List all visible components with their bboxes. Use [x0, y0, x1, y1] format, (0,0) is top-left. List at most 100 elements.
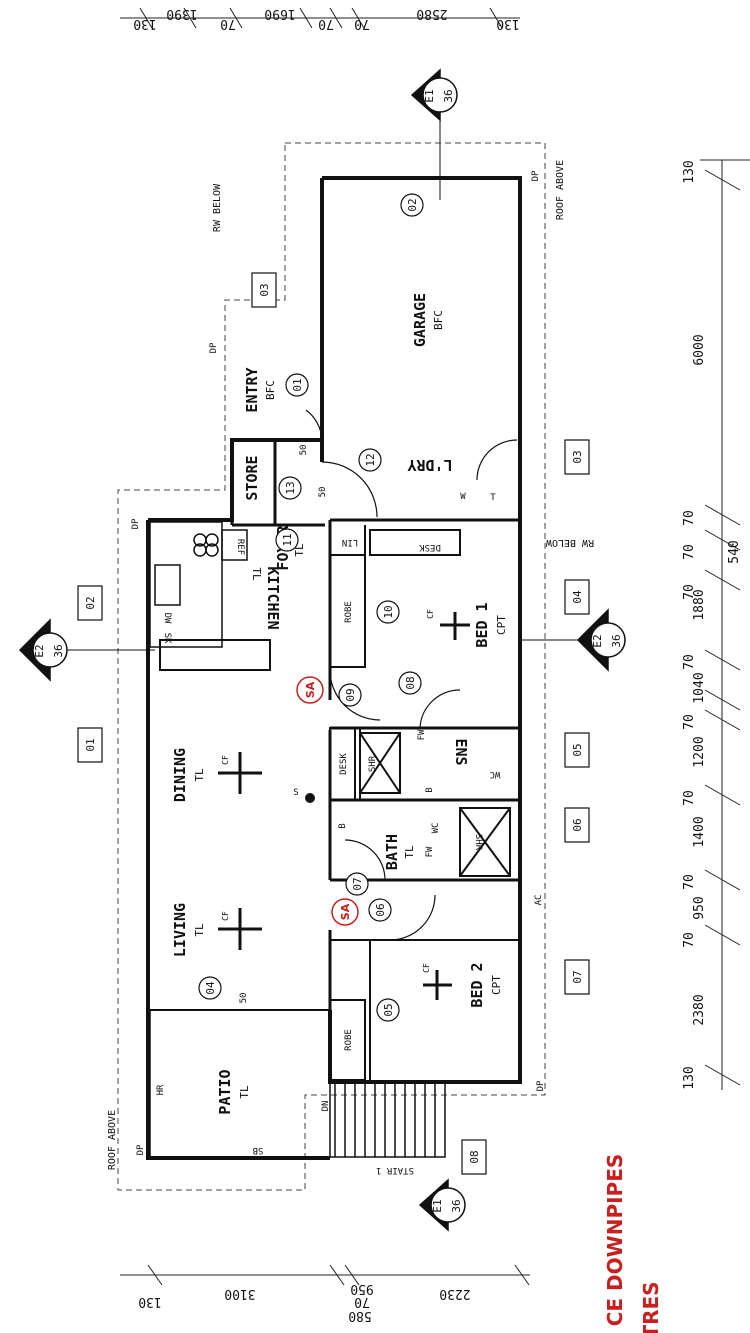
room-patio: PATIO [216, 1069, 234, 1114]
shr-bath-label: SHR [473, 834, 483, 851]
door-11: 11 [281, 533, 294, 546]
finish-bed2: CPT [490, 975, 503, 995]
window-08: 08 [468, 1150, 481, 1163]
built-ins [159, 529, 511, 1081]
finish-bath: TL [403, 845, 416, 859]
wc-ens-label: WC [490, 769, 501, 779]
cf-living-label: CF [221, 911, 230, 921]
lin-label: LIN [342, 537, 358, 547]
door-08: 08 [404, 676, 417, 689]
kitchen-bench [149, 521, 248, 648]
roof-above-note-2: ROOF ABOVE [107, 1110, 118, 1170]
top-dim-6: 70 [354, 16, 370, 31]
right-dim-18: 130 [682, 1066, 697, 1089]
roof-outline [117, 142, 546, 1191]
top-dim-3: 70 [220, 16, 236, 31]
room-garage: GARAGE [411, 293, 429, 347]
door-01: 01 [291, 378, 304, 391]
door-tags [198, 193, 424, 1022]
window-tags [77, 272, 590, 1175]
room-store: STORE [243, 455, 261, 500]
window-01: 01 [84, 738, 97, 751]
desk-ens-label: DESK [339, 753, 349, 775]
dn-label: DN [321, 1101, 331, 1112]
bottom-dim-5: 580 [348, 1308, 371, 1323]
rw-below-note-1: RW BELOW [212, 183, 223, 232]
cf-dining-label: CF [221, 755, 230, 765]
smoke-alarms [296, 676, 359, 926]
robe-bed2-label: ROBE [344, 1029, 354, 1051]
finish-living: TL [193, 923, 206, 937]
step-label-2: 50 [318, 487, 328, 498]
window-07: 07 [571, 970, 584, 983]
right-dim-2: 6000 [692, 334, 707, 365]
roof-above-note-1: ROOF ABOVE [555, 160, 566, 220]
shr-ens-label: SHR [368, 755, 378, 772]
top-dim-4: 1690 [264, 6, 295, 21]
washer-label: W [460, 492, 466, 502]
basin-ens-label: B [425, 787, 435, 792]
downpipes-note-line1: CE DOWNPIPES [603, 1154, 627, 1327]
cf-bed1-label: CF [426, 609, 435, 619]
ceiling-fans [218, 612, 470, 1000]
room-bed1: BED 1 [473, 602, 491, 647]
dp-label-2: DP [531, 170, 541, 181]
elev-e2-left: E2 [33, 644, 46, 657]
finish-kitchen: TL [250, 567, 263, 581]
room-ens: ENS [452, 738, 470, 765]
dw-label: DW [162, 613, 172, 624]
door-02: 02 [406, 198, 419, 211]
desk-bed1-label: DESK [419, 542, 441, 552]
right-dim-7: 1880 [692, 589, 707, 620]
right-dim-14: 70 [682, 874, 697, 890]
room-kitchen: KITCHEN [264, 566, 282, 629]
finish-entry: BFC [264, 380, 277, 400]
rw-below-note-2: RW BELOW [545, 537, 594, 548]
top-dim-8: 130 [496, 16, 519, 31]
door-05: 05 [382, 1003, 395, 1016]
finish-dining: TL [193, 768, 206, 782]
dp-label-3: DP [131, 518, 141, 529]
cf-bed2-label: CF [422, 963, 431, 973]
finish-patio: TL [238, 1085, 251, 1099]
bottom-dim-1: 130 [138, 1294, 161, 1309]
tub-label: T [490, 493, 496, 503]
right-dim-4: 70 [682, 544, 697, 560]
interior-walls [230, 440, 520, 1082]
sa-label-1: SA [304, 681, 317, 698]
top-dim-1: 130 [133, 16, 156, 31]
top-dimension-string [120, 7, 520, 29]
robe-bed1-label: ROBE [344, 601, 354, 623]
right-dim-10: 70 [682, 714, 697, 730]
elev-36-right: 36 [610, 634, 623, 647]
top-dim-2: 1390 [166, 6, 197, 21]
dp-label-1: DP [209, 342, 219, 353]
right-dim-3: 70 [682, 510, 697, 526]
elev-36-top: 36 [442, 89, 455, 102]
ref-label: REF [235, 539, 245, 555]
room-dining: DINING [171, 748, 189, 802]
bottom-dim-6: 2230 [439, 1286, 470, 1301]
elev-e1-top: E1 [423, 89, 436, 102]
bottom-dim-2: 3100 [224, 1286, 255, 1301]
window-05: 05 [571, 743, 584, 756]
right-dim-17: 2380 [692, 994, 707, 1025]
finish-garage: BFC [432, 310, 445, 330]
window-04: 04 [571, 590, 584, 604]
door-04: 04 [204, 981, 217, 995]
door-13: 13 [284, 481, 297, 494]
elev-36-left: 36 [52, 644, 65, 657]
window-02: 02 [84, 596, 97, 609]
sink-label: SK [162, 633, 172, 644]
basin-bath-label: B [338, 823, 348, 828]
smoke-detector-label: S [293, 788, 298, 798]
elevation-markers [18, 68, 626, 1232]
sb-label: SB [253, 1145, 264, 1155]
right-dim-5: 540 [727, 540, 742, 563]
room-bed2: BED 2 [468, 962, 486, 1007]
right-dim-6: 70 [682, 584, 697, 600]
window-03-right: 03 [571, 450, 584, 463]
door-07: 07 [351, 877, 364, 890]
door-06: 06 [374, 903, 387, 916]
